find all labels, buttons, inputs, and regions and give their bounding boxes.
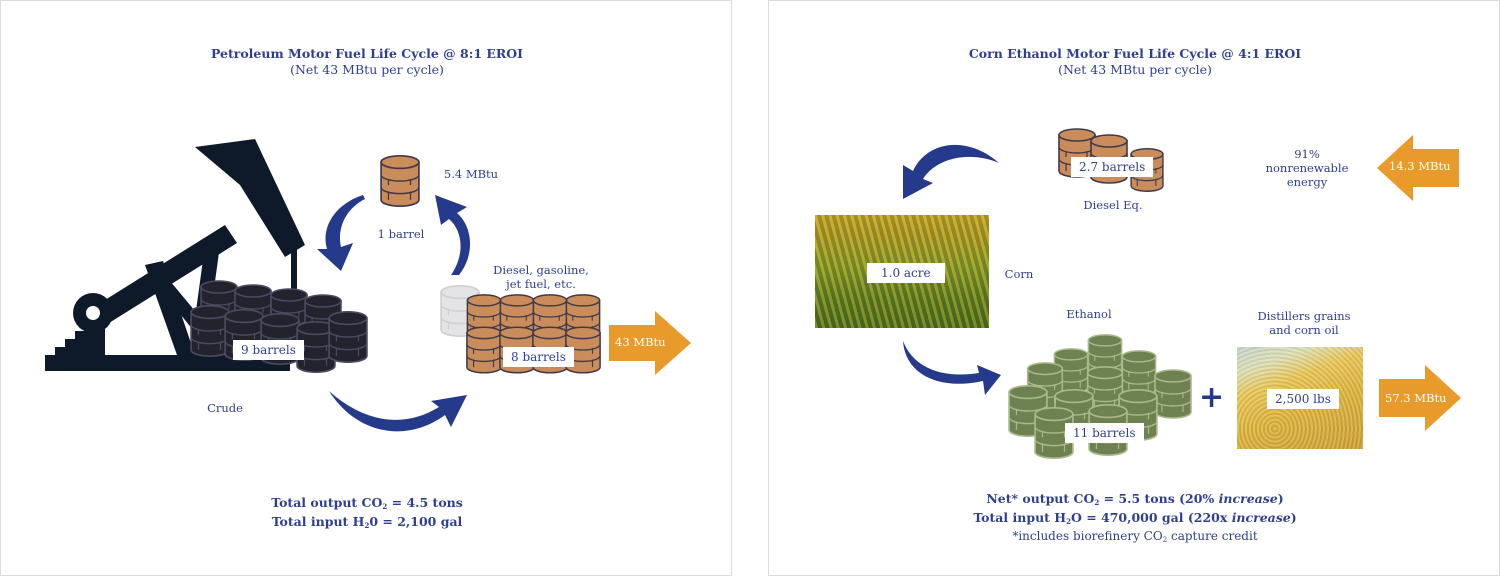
petroleum-footer: Total output CO2 = 4.5 tons Total input … — [1, 495, 733, 533]
products-label: Diesel, gasoline, jet fuel, etc. — [481, 263, 601, 291]
products-label-line2: jet fuel, etc. — [506, 277, 576, 291]
ethanol-barrels-icon — [1009, 334, 1191, 459]
coproducts-tag: 2,500 lbs — [1267, 389, 1339, 409]
coproducts-label: Distillers grains and corn oil — [1239, 309, 1369, 337]
water-input-line: Total input H2O = 470,000 gal (220x incr… — [973, 510, 1297, 526]
nonrenewable-energy: energy — [1286, 175, 1328, 189]
crude-barrels-tag: 9 barrels — [233, 340, 304, 360]
output-energy-label: 57.3 MBtu — [1385, 391, 1447, 405]
input-energy-label: 5.4 MBtu — [443, 167, 499, 181]
ethanol-panel: Corn Ethanol Motor Fuel Life Cycle @ 4:1… — [768, 0, 1500, 576]
ethanol-barrels-tag: 11 barrels — [1065, 423, 1144, 443]
diesel-barrels-tag: 2.7 barrels — [1071, 157, 1154, 177]
curved-arrow-up-icon — [435, 195, 471, 275]
product-barrels-icon — [466, 294, 601, 373]
water-input-line: Total input H20 = 2,100 gal — [271, 514, 463, 530]
crude-barrels-icon — [191, 281, 367, 373]
plus-icon: + — [1199, 380, 1225, 415]
input-energy-arrow-icon — [1377, 135, 1459, 201]
curved-arrow-right-icon — [903, 341, 1001, 395]
nonrenewable-text: nonrenewable — [1265, 161, 1349, 175]
petroleum-subtitle: (Net 43 MBtu per cycle) — [290, 62, 444, 77]
ethanol-label: Ethanol — [1066, 307, 1112, 321]
co2-output-line: Net* output CO2 = 5.5 tons (20% increase… — [986, 491, 1284, 507]
nonrenewable-pct: 91% — [1294, 147, 1320, 161]
input-barrel-icon — [381, 155, 419, 207]
output-energy-arrow-icon — [609, 311, 691, 375]
ethanol-subtitle: (Net 43 MBtu per cycle) — [1058, 62, 1212, 77]
diesel-label: Diesel Eq. — [1083, 198, 1143, 212]
corn-acre-tag: 1.0 acre — [867, 263, 945, 283]
coproducts-label-line2: and corn oil — [1269, 323, 1339, 337]
co2-output-line: Total output CO2 = 4.5 tons — [271, 495, 463, 511]
curved-arrow-left-icon — [903, 144, 999, 199]
input-barrel-label: 1 barrel — [377, 227, 425, 241]
ethanol-footer: Net* output CO2 = 5.5 tons (20% increase… — [769, 491, 1500, 548]
coproducts-label-line1: Distillers grains — [1257, 309, 1351, 323]
product-barrels-tag: 8 barrels — [503, 347, 574, 367]
nonrenewable-label: 91% nonrenewable energy — [1247, 147, 1367, 189]
capture-credit-note: *includes biorefinery CO2 capture credit — [1012, 529, 1258, 544]
output-energy-arrow-icon — [1379, 365, 1461, 431]
crude-label: Crude — [207, 401, 243, 415]
ethanol-title: Corn Ethanol Motor Fuel Life Cycle @ 4:1… — [968, 46, 1302, 61]
products-label-line1: Diesel, gasoline, — [493, 263, 589, 277]
output-energy-label: 43 MBtu — [615, 335, 666, 349]
petroleum-panel: Petroleum Motor Fuel Life Cycle @ 8:1 ER… — [0, 0, 732, 576]
curved-arrow-right-icon — [329, 391, 467, 432]
petroleum-title: Petroleum Motor Fuel Life Cycle @ 8:1 ER… — [210, 46, 524, 61]
input-energy-label: 14.3 MBtu — [1389, 159, 1451, 173]
corn-label: Corn — [1004, 267, 1034, 281]
curved-arrow-down-icon — [317, 195, 365, 271]
